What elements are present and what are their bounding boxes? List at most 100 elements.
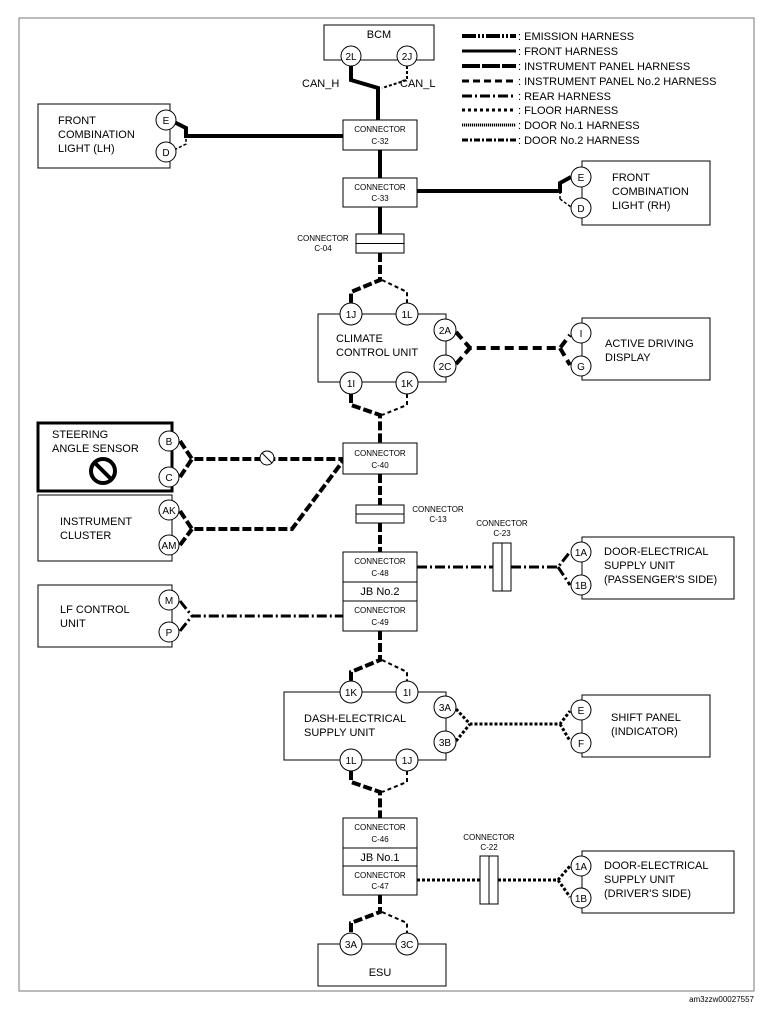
legend: : EMISSION HARNESS : FRONT HARNESS : INS… bbox=[462, 31, 716, 147]
dash-pin-3b bbox=[433, 730, 457, 754]
front-lh-line1: FRONT bbox=[58, 115, 96, 127]
front-lh-box bbox=[37, 103, 171, 169]
cluster-line2: CLUSTER bbox=[60, 530, 111, 542]
esu-pin-3c bbox=[395, 932, 419, 956]
climate-pin-1i-label: 1I bbox=[347, 379, 355, 390]
shift-panel-line1: SHIFT PANEL bbox=[611, 712, 681, 724]
bcm-pin-2l bbox=[340, 45, 362, 67]
lf-control-pin-p-label: P bbox=[166, 628, 173, 639]
dash-pin-1i-label: 1I bbox=[403, 688, 411, 699]
wire-front-rh bbox=[417, 175, 572, 193]
jb1-assembly: CONNECTOR C-46 JB No.1 CONNECTOR C-47 bbox=[342, 817, 418, 896]
connector-c40-box bbox=[342, 442, 418, 475]
wire-c04-climate-l bbox=[381, 279, 408, 303]
wires bbox=[169, 66, 572, 933]
dash-pin-1j-label: 1J bbox=[402, 756, 413, 767]
lf-control-module: LF CONTROL UNIT M P bbox=[37, 584, 180, 648]
connector-c49-name: CONNECTOR bbox=[354, 606, 406, 615]
connector-c23-name: CONNECTOR bbox=[476, 519, 528, 528]
steering-module: STEERING ANGLE SENSOR B C bbox=[36, 421, 180, 493]
bcm-module: BCM 2L 2J CAN_H CAN_L bbox=[302, 24, 435, 90]
active-display-module: ACTIVE DRIVING DISPLAY I G bbox=[570, 317, 711, 381]
legend-label-emission: : EMISSION HARNESS bbox=[518, 31, 634, 43]
esu-module: ESU 3A 3C bbox=[317, 932, 447, 987]
climate-pin-2c bbox=[433, 354, 457, 378]
connector-c46-name: CONNECTOR bbox=[354, 823, 406, 832]
dash-line1: DASH-ELECTRICAL bbox=[304, 713, 406, 725]
lf-control-pin-m bbox=[158, 589, 180, 611]
connector-c04: CONNECTOR C-04 bbox=[297, 233, 405, 254]
lf-control-box bbox=[37, 584, 173, 648]
steering-pin-b bbox=[158, 430, 180, 452]
wire-c22-door-drv bbox=[498, 865, 572, 898]
legend-label-ip2: : INSTRUMENT PANEL No.2 HARNESS bbox=[518, 76, 716, 88]
active-display-line2: DISPLAY bbox=[605, 352, 651, 364]
shift-panel-pin-e bbox=[570, 699, 592, 721]
wire-c47-esu-h bbox=[349, 895, 382, 933]
connector-c22-code: C-22 bbox=[480, 843, 498, 852]
front-rh-line1: FRONT bbox=[612, 172, 650, 184]
connector-c13: CONNECTOR C-13 bbox=[355, 504, 464, 524]
dash-line2: SUPPLY UNIT bbox=[304, 727, 375, 739]
front-lh-line2: COMBINATION bbox=[58, 129, 135, 141]
jb2-label: JB No.2 bbox=[360, 586, 399, 598]
dash-pin-1k bbox=[339, 680, 363, 704]
door-drv-line1: DOOR-ELECTRICAL bbox=[604, 860, 709, 872]
connector-c48-box bbox=[342, 551, 418, 583]
door-drv-box bbox=[581, 850, 735, 914]
climate-pin-1i bbox=[339, 371, 363, 395]
steering-line1: STEERING bbox=[52, 429, 108, 441]
connector-c47-code: C-47 bbox=[371, 882, 389, 891]
esu-box bbox=[317, 943, 447, 987]
esu-label: ESU bbox=[369, 967, 392, 979]
steering-pin-c-label: C bbox=[165, 473, 172, 484]
connector-c33-name: CONNECTOR bbox=[354, 183, 406, 192]
door-pass-pin-1b bbox=[570, 574, 592, 596]
connector-c13-code: C-13 bbox=[429, 515, 447, 524]
legend-label-rear: : REAR HARNESS bbox=[518, 91, 611, 103]
dash-pin-1l bbox=[339, 748, 363, 772]
shift-panel-module: SHIFT PANEL (INDICATOR) E F bbox=[570, 694, 711, 758]
wire-c04-climate-h bbox=[349, 253, 382, 303]
active-display-pin-i-label: I bbox=[580, 329, 583, 340]
connector-c23: CONNECTOR C-23 bbox=[476, 519, 528, 592]
connector-c48-code: C-48 bbox=[371, 569, 389, 578]
legend-label-front: : FRONT HARNESS bbox=[518, 46, 618, 58]
connector-c48-name: CONNECTOR bbox=[354, 557, 406, 566]
esu-pin-3c-label: 3C bbox=[401, 940, 414, 951]
front-rh-pin-e-label: E bbox=[578, 173, 585, 184]
shift-panel-pin-f bbox=[570, 732, 592, 754]
connector-c40: CONNECTOR C-40 bbox=[342, 442, 418, 475]
wire-cluster bbox=[178, 459, 345, 547]
shift-panel-pin-f-label: F bbox=[578, 739, 584, 750]
image-code: am3zzw00027557 bbox=[689, 995, 754, 1004]
cluster-line1: INSTRUMENT bbox=[60, 516, 132, 528]
connector-c47-box bbox=[342, 865, 418, 896]
dash-pin-1j bbox=[395, 748, 419, 772]
steering-pin-c bbox=[158, 466, 180, 488]
door-pass-pin-1a-label: 1A bbox=[575, 548, 588, 559]
climate-pin-2a bbox=[433, 318, 457, 342]
climate-pin-2a-label: 2A bbox=[439, 326, 452, 337]
esu-pin-3a bbox=[339, 932, 363, 956]
door-drv-pin-1b bbox=[570, 887, 592, 909]
wire-lf-c49 bbox=[178, 600, 343, 632]
dash-pin-3b-label: 3B bbox=[439, 738, 452, 749]
door-drv-pin-1a bbox=[570, 855, 592, 877]
jb2-assembly: CONNECTOR C-48 JB No.2 CONNECTOR C-49 bbox=[342, 551, 418, 632]
connector-c46-box bbox=[342, 817, 418, 849]
wire-c49-dash-l bbox=[381, 659, 408, 682]
dash-pin-3a-label: 3A bbox=[439, 703, 452, 714]
connector-c33: CONNECTOR C-33 bbox=[342, 177, 418, 208]
connector-c33-code: C-33 bbox=[371, 194, 389, 203]
front-lh-line3: LIGHT (LH) bbox=[58, 143, 115, 155]
front-rh-pin-d-label: D bbox=[577, 204, 584, 215]
door-drv-pin-1a-label: 1A bbox=[575, 862, 588, 873]
bcm-label: BCM bbox=[367, 29, 391, 41]
connector-c32: CONNECTOR C-32 bbox=[342, 119, 418, 151]
jb1-label: JB No.1 bbox=[360, 852, 399, 864]
wire-climate-c40-l bbox=[381, 394, 408, 416]
connector-c49-box bbox=[342, 600, 418, 632]
climate-pin-1k bbox=[395, 371, 419, 395]
wire-front-rh-d bbox=[559, 191, 572, 208]
